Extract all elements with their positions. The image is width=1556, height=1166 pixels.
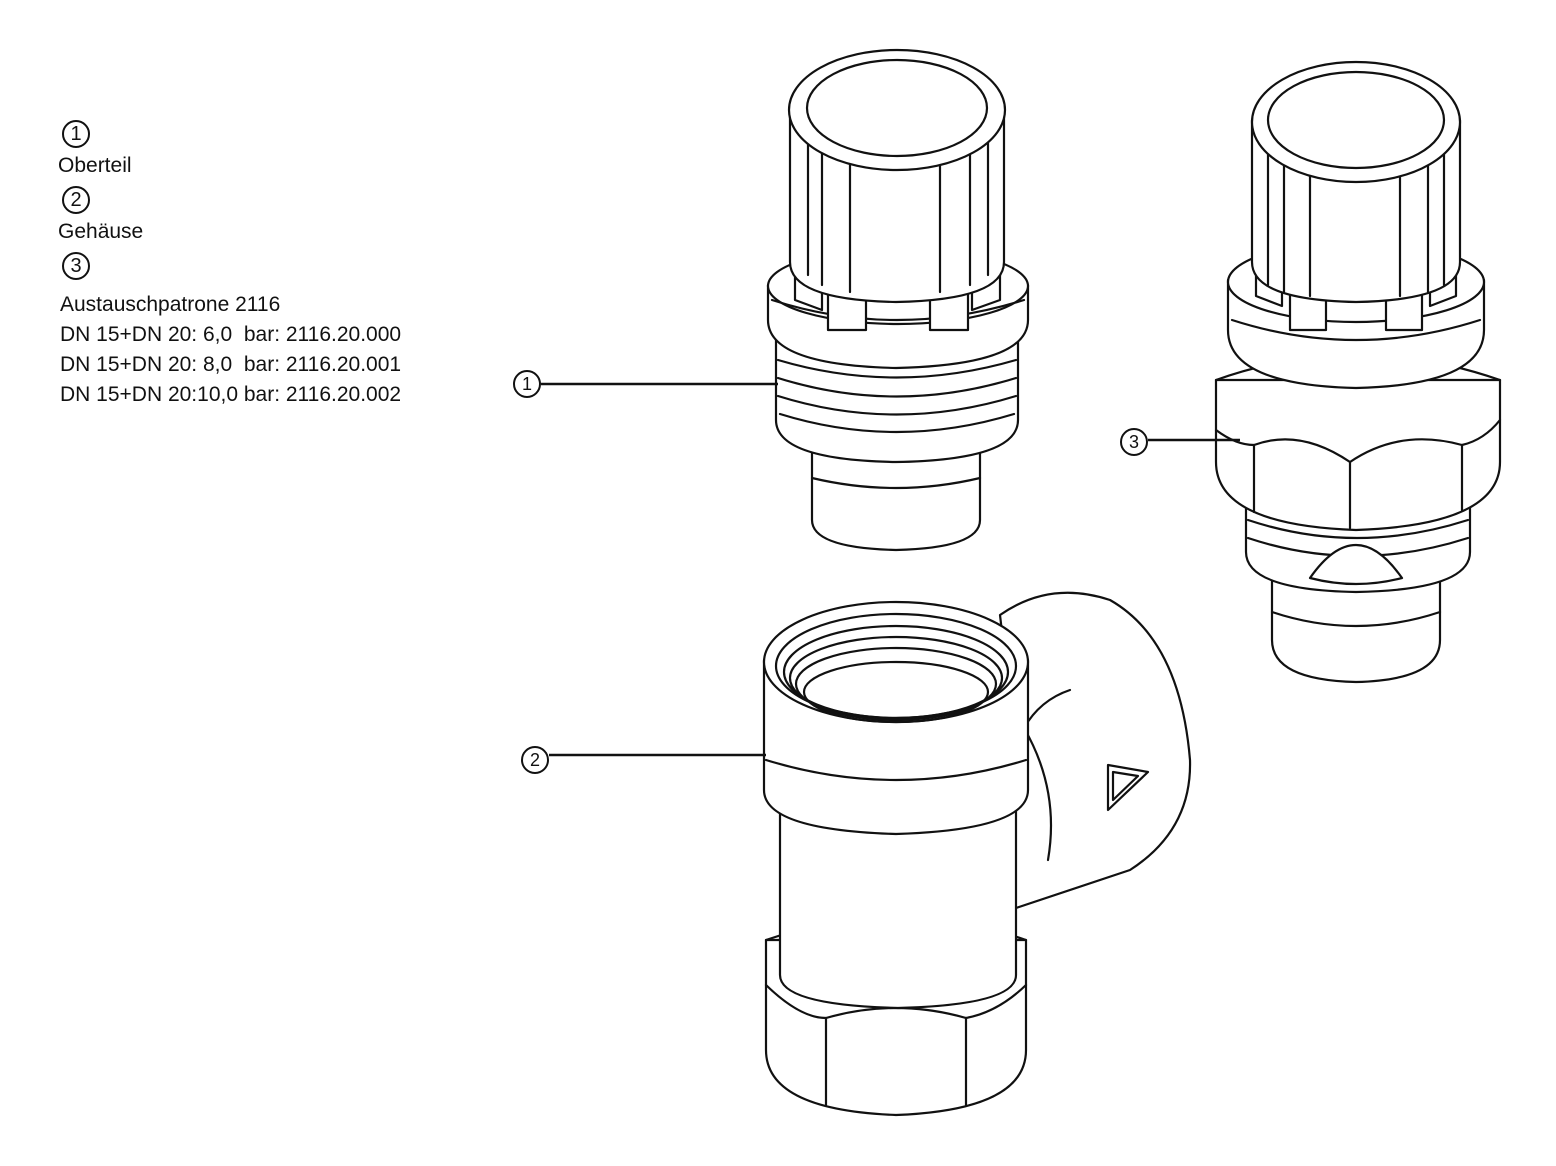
part-1-oberteil xyxy=(766,48,1030,552)
cartridge-title: Austauschpatrone 2116 xyxy=(60,293,281,316)
callout-1: 1 xyxy=(513,370,778,398)
legend-number-3: 3 xyxy=(62,252,90,280)
legend-label-2: Gehäuse xyxy=(58,220,144,243)
part-3-cartridge xyxy=(1214,60,1502,684)
callout-1-label: 1 xyxy=(522,374,532,394)
callout-2: 2 xyxy=(521,746,766,774)
callout-2-label: 2 xyxy=(530,750,540,770)
cartridge-info: Austauschpatrone 2116 DN 15+DN 20: 6,0 b… xyxy=(58,290,478,410)
cartridge-line-2: DN 15+DN 20: 8,0 bar: 2116.20.001 xyxy=(60,353,402,376)
legend-number-1: 1 xyxy=(62,120,90,148)
cartridge-line-1: DN 15+DN 20: 6,0 bar: 2116.20.000 xyxy=(60,323,402,346)
cartridge-line-3: DN 15+DN 20:10,0 bar: 2116.20.002 xyxy=(60,383,402,406)
callout-3: 3 xyxy=(1120,428,1240,456)
part-2-housing xyxy=(762,591,1192,1117)
legend-label-1: Oberteil xyxy=(58,154,132,177)
parts-legend: 1 Oberteil 2 Gehäuse 3 Austauschpatrone … xyxy=(58,120,478,410)
callout-3-label: 3 xyxy=(1129,432,1139,452)
legend-number-2: 2 xyxy=(62,186,90,214)
